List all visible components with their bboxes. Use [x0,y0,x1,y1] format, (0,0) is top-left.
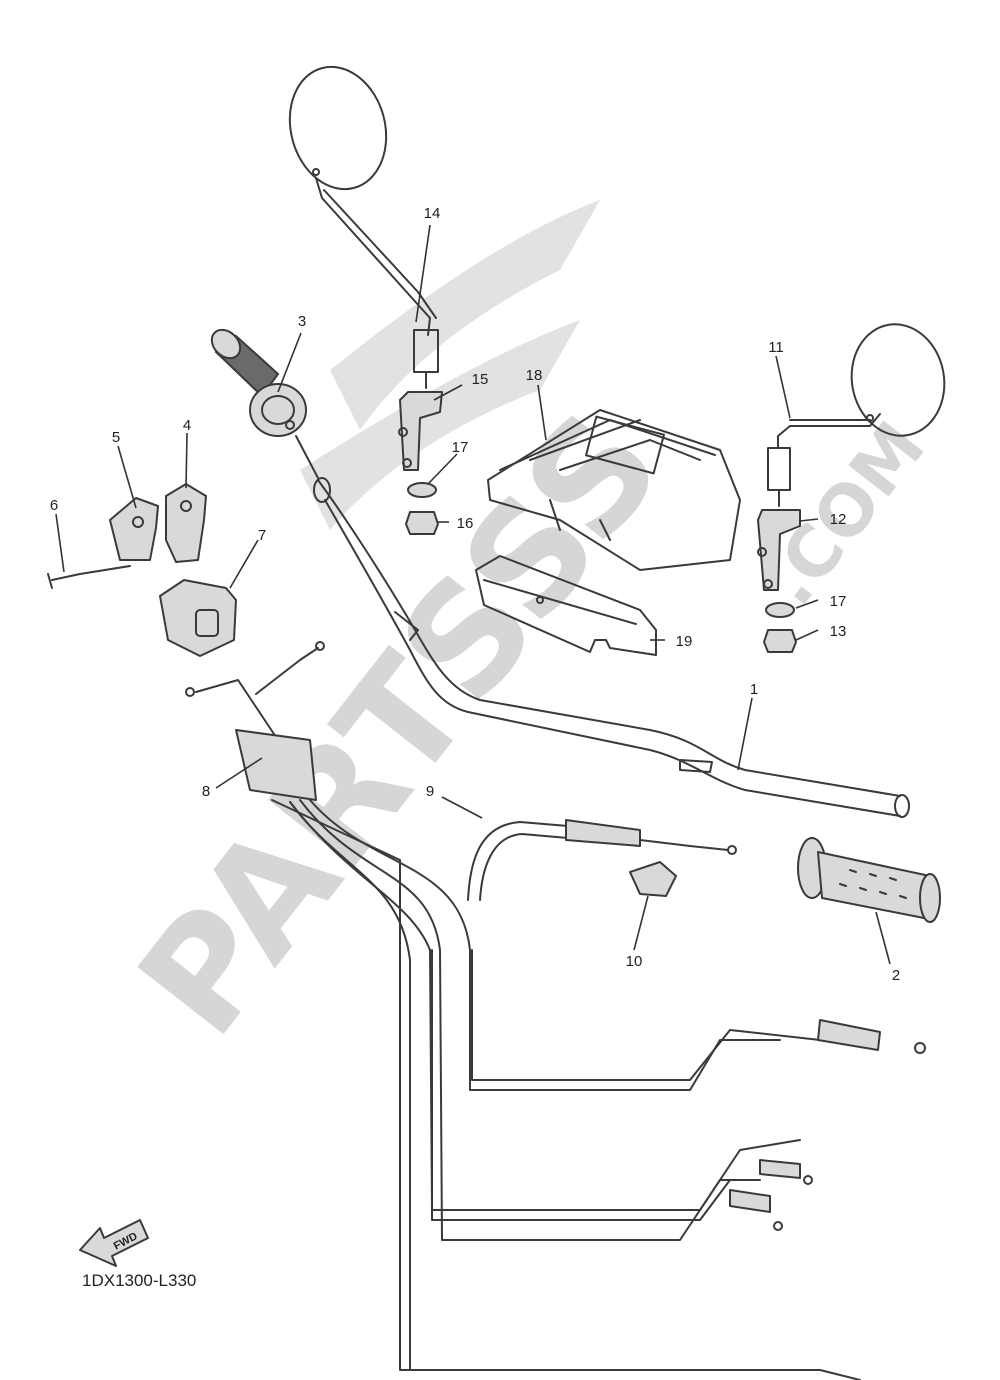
switch-housing-upper [109,497,159,561]
right-mirror-head [850,323,946,437]
right-mirror-bracket [757,509,801,591]
right-grip [797,837,941,923]
handlebar-pad [475,555,657,656]
throttle-grip [210,328,307,437]
nut-right [763,629,797,653]
callout-7: 7 [258,527,266,544]
callout-3: 3 [298,313,306,330]
throttle-cables [185,641,926,1380]
right-mirror-stem [777,413,881,449]
right-mirror [757,323,946,591]
throttle-housing [159,579,237,657]
callout-12: 12 [830,511,847,528]
callout-15: 15 [472,371,489,388]
callouts: 14 3 15 17 16 18 11 12 17 13 19 1 5 4 6 … [50,205,900,984]
callout-14: 14 [424,205,441,222]
callout-5: 5 [112,429,120,446]
callout-13: 13 [830,623,847,640]
left-mirror [288,65,443,471]
nut-left [405,511,439,535]
callout-19: 19 [676,633,693,650]
handlebar-cover [487,409,741,571]
switch-housing-lower [165,483,207,563]
throttle-grip-flange [249,383,307,437]
handlebar [295,435,910,818]
callout-10: 10 [626,953,643,970]
left-mirror-stem [315,177,431,336]
fwd-arrow: FWD [79,1219,149,1267]
callout-17-left: 17 [452,439,469,456]
left-mirror-head [288,65,388,191]
screw [47,573,81,589]
watermark-s-mark-2 [300,320,580,530]
callout-4: 4 [183,417,191,434]
callout-2: 2 [892,967,900,984]
leader-lines [55,224,891,965]
callout-16: 16 [457,515,474,532]
washer-right [765,602,795,618]
diagram-code: 1DX1300-L330 [82,1271,196,1290]
callout-9: 9 [426,783,434,800]
callout-8: 8 [202,783,210,800]
callout-6: 6 [50,497,58,514]
watermark-s-mark [330,200,600,430]
handlebar-upper-edge [317,479,901,797]
washer-left [407,482,437,498]
callout-1: 1 [750,681,758,698]
callout-11: 11 [768,339,784,356]
choke-lever [629,861,677,897]
callout-17-right: 17 [830,593,847,610]
choke-cable [467,819,737,901]
callout-18: 18 [526,367,543,384]
